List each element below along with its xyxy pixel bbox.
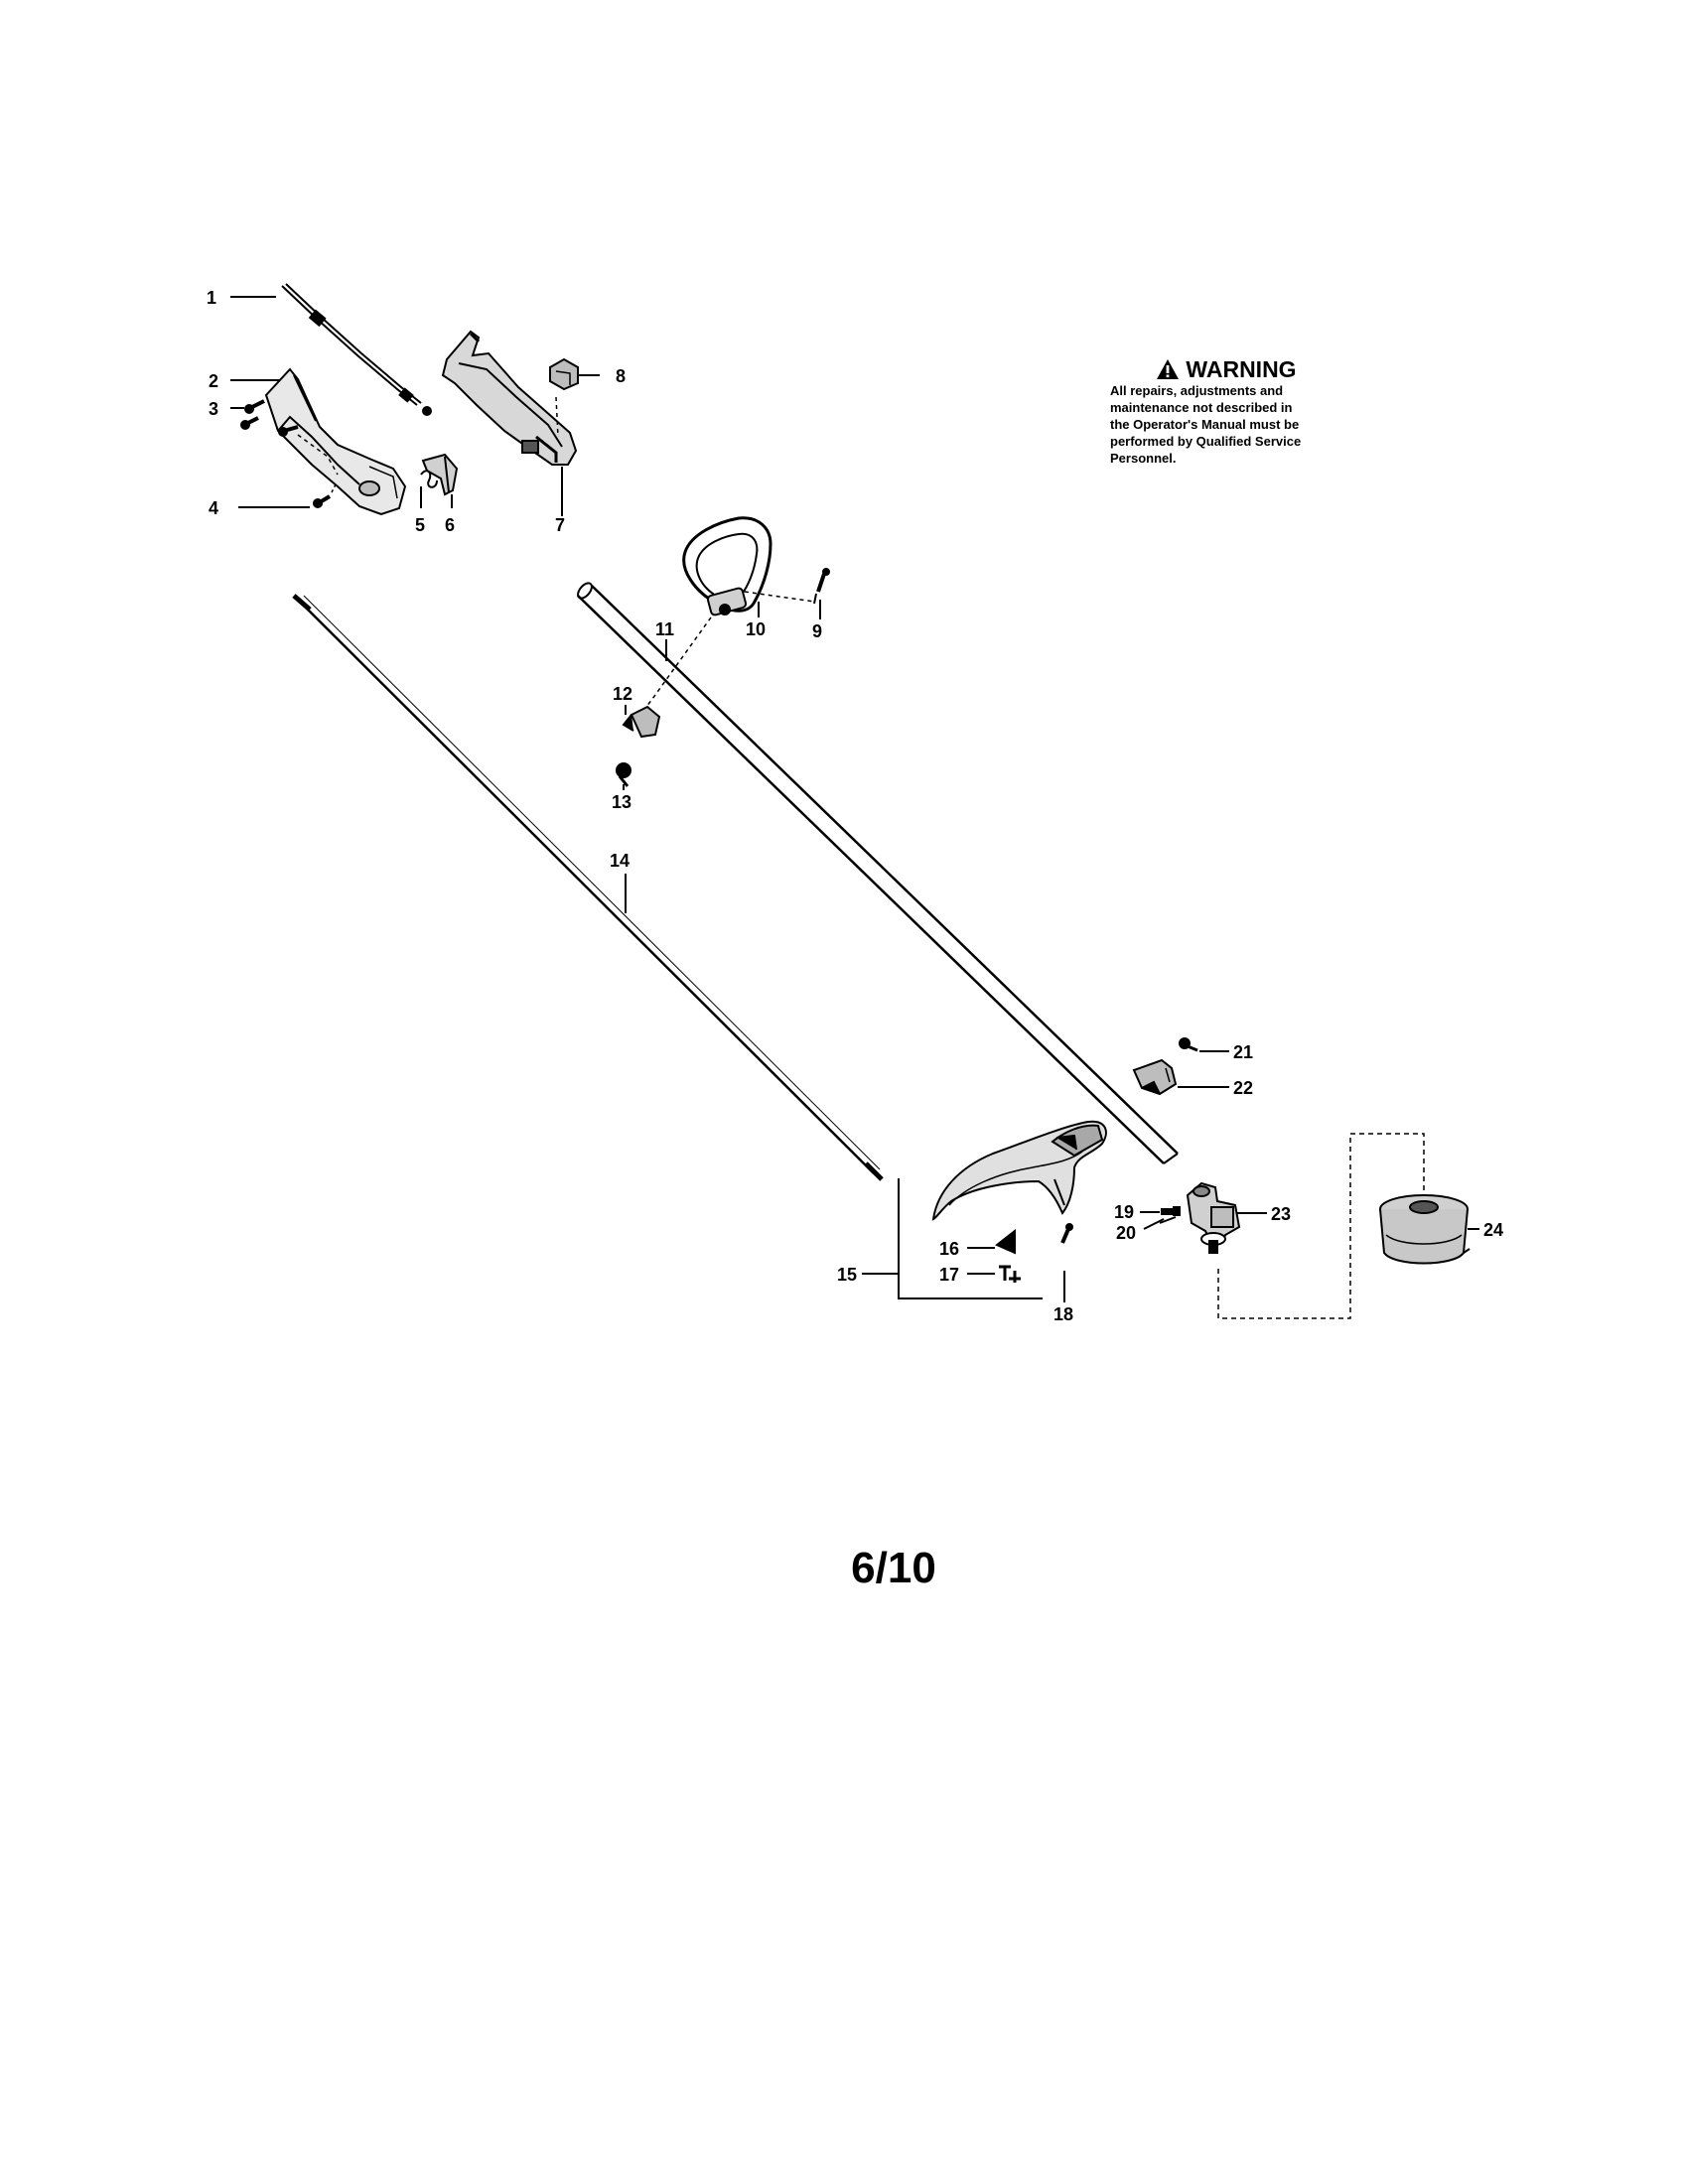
part-number-12: 12 <box>613 684 632 704</box>
warning-line: the Operator's Manual must be <box>1110 417 1300 432</box>
warning-message: All repairs, adjustments and maintenance… <box>1110 382 1368 467</box>
trimmer-head <box>1379 1194 1471 1265</box>
part-number-13: 13 <box>612 792 632 812</box>
handle-housing <box>264 367 407 516</box>
part-number-14: 14 <box>610 851 630 871</box>
part-number-6: 6 <box>445 515 455 535</box>
warning-notice: WARNING All repairs, adjustments and mai… <box>1110 357 1368 467</box>
clamp-knob <box>616 762 632 787</box>
drive-tube <box>577 582 1179 1164</box>
part-number-2: 2 <box>209 371 218 391</box>
part-number-18: 18 <box>1053 1304 1073 1324</box>
handle-clamp <box>622 705 661 739</box>
leader-20 <box>1143 1218 1165 1230</box>
part-number-3: 3 <box>209 399 218 419</box>
warning-line: maintenance not described in <box>1110 400 1293 415</box>
part-number-9: 9 <box>812 621 822 641</box>
part-number-17: 17 <box>939 1265 959 1285</box>
part-number-7: 7 <box>555 515 565 535</box>
shield-bracket <box>1132 1058 1178 1096</box>
part-number-23: 23 <box>1271 1204 1291 1224</box>
handle-bolt <box>813 568 830 605</box>
part-number-5: 5 <box>415 515 425 535</box>
warning-triangle-icon <box>1157 359 1180 379</box>
part-number-22: 22 <box>1233 1078 1253 1098</box>
line-cutter-blade <box>995 1228 1016 1255</box>
blade-screws <box>999 1265 1021 1283</box>
warning-title: WARNING <box>1186 356 1297 382</box>
drive-shaft <box>292 594 884 1181</box>
dash-23-24 <box>1217 1133 1425 1319</box>
loop-handle <box>682 516 815 616</box>
part-number-11: 11 <box>655 619 674 639</box>
part-number-21: 21 <box>1233 1042 1253 1062</box>
throttle-cable <box>281 283 432 416</box>
warning-line: All repairs, adjustments and <box>1110 383 1284 398</box>
gearhead-hardware <box>1159 1206 1181 1224</box>
part-number-1: 1 <box>207 288 216 308</box>
ignition-switch <box>549 357 579 391</box>
bracket-15 <box>898 1178 1043 1299</box>
part-number-10: 10 <box>746 619 766 639</box>
bracket-screw <box>1179 1037 1198 1052</box>
gearhead <box>1186 1181 1241 1254</box>
warning-heading: WARNING <box>1110 357 1368 381</box>
trigger-spring <box>420 470 438 488</box>
rear-handle <box>441 330 578 466</box>
part-number-19: 19 <box>1114 1202 1134 1222</box>
dash-11-12 <box>642 616 712 712</box>
warning-line: Personnel. <box>1110 451 1177 466</box>
deflector-shield <box>931 1120 1107 1221</box>
part-number-24: 24 <box>1483 1220 1503 1240</box>
warning-line: performed by Qualified Service <box>1110 434 1302 449</box>
part-number-4: 4 <box>209 498 218 518</box>
part-number-16: 16 <box>939 1239 959 1259</box>
screw-4 <box>313 483 337 508</box>
throttle-trigger <box>421 453 459 496</box>
part-number-8: 8 <box>616 366 626 386</box>
shield-bolt <box>1060 1223 1073 1244</box>
page-number: 6/10 <box>851 1544 936 1592</box>
part-number-20: 20 <box>1116 1223 1136 1243</box>
part-number-15: 15 <box>837 1265 857 1285</box>
handle-screws <box>240 399 339 476</box>
